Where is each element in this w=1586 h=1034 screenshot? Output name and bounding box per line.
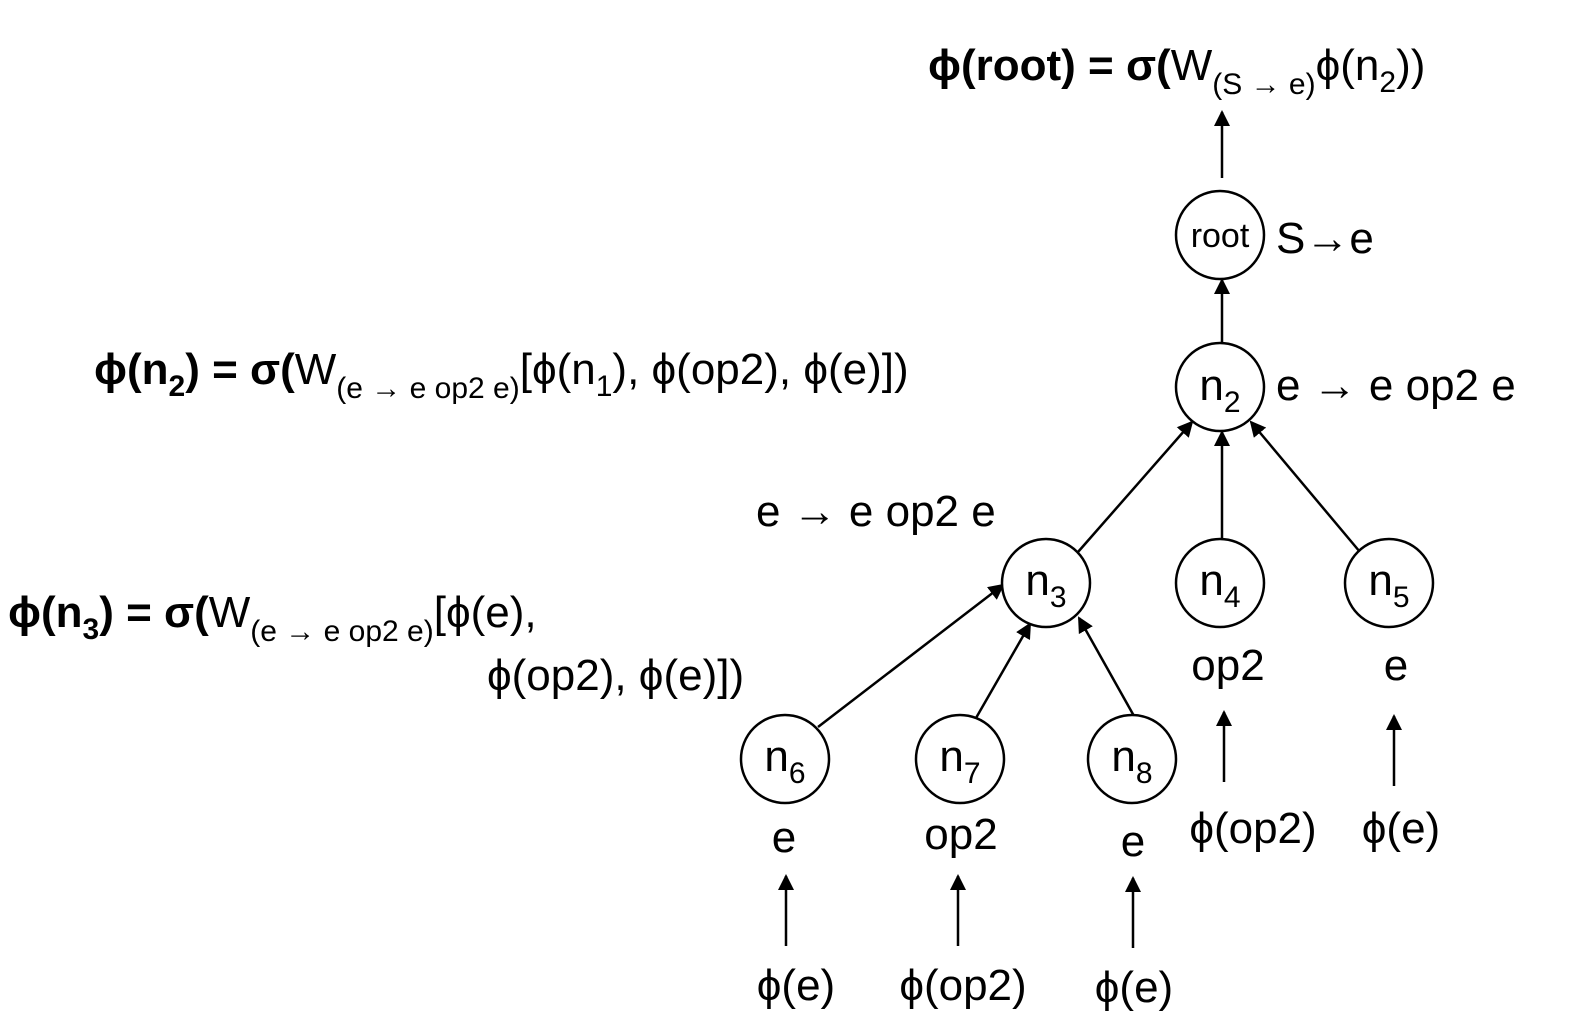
node-root-label: root (1191, 217, 1250, 255)
equation-n3-line1: ϕ(n3) = σ(W(e → e op2 e)[ϕ(e), (8, 588, 537, 648)
rule-root: S→e (1276, 214, 1374, 263)
leaf-input-n5: ϕ(e) (1362, 804, 1440, 853)
node-n8-label: n8 (1111, 732, 1152, 790)
rule-n3: e → e op2 e (756, 487, 996, 536)
leaf-label-n8: e (1121, 817, 1145, 866)
node-n4-circle (1174, 537, 1266, 629)
leaf-input-n6: ϕ(e) (757, 961, 835, 1010)
edge-n8-to-n3 (1077, 616, 1136, 717)
equation-root: ϕ(root) = σ(W(S → e)ϕ(n2)) (928, 41, 1425, 101)
node-n3: n3 (1000, 537, 1092, 629)
node-n3-circle (1000, 537, 1092, 629)
edge-n7-to-n3 (974, 622, 1032, 719)
leaf-input-n8: ϕ(e) (1095, 963, 1173, 1012)
node-n5-label: n5 (1368, 556, 1409, 614)
equation-n3-line2: ϕ(op2), ϕ(e)]) (487, 651, 744, 700)
node-n6-circle (739, 713, 831, 805)
node-n2-circle (1174, 341, 1266, 433)
rule-n2: e → e op2 e (1276, 361, 1516, 410)
node-n7-circle (914, 713, 1006, 805)
node-n8-circle (1086, 713, 1178, 805)
leaf-label-n4: op2 (1191, 641, 1264, 690)
leaf-label-n5: e (1384, 641, 1408, 690)
leaf-label-n6: e (772, 813, 796, 862)
node-root: root (1174, 189, 1266, 281)
equation-n2: ϕ(n2) = σ(W(e → e op2 e)[ϕ(n1), ϕ(op2), … (94, 345, 909, 405)
leaf-input-n4: ϕ(op2) (1189, 804, 1316, 853)
leaf-label-n7: op2 (924, 810, 997, 859)
node-n4-label: n4 (1199, 556, 1240, 614)
edge-n5-to-n2 (1249, 420, 1361, 553)
edge-n6-to-n3 (817, 583, 1005, 728)
node-n7-label: n7 (939, 732, 980, 790)
leaf-input-n7: ϕ(op2) (899, 961, 1026, 1010)
node-n6-label: n6 (764, 732, 805, 790)
node-n4: n4 (1174, 537, 1266, 629)
edges (778, 110, 1402, 948)
node-n7: n7 (914, 713, 1006, 805)
edge-n3-to-n2 (1077, 420, 1194, 553)
node-n3-label: n3 (1025, 556, 1066, 614)
node-n2-label: n2 (1199, 361, 1240, 419)
node-n2: n2 (1174, 341, 1266, 433)
node-n5-circle (1343, 537, 1435, 629)
node-root-circle (1174, 189, 1266, 281)
node-n8: n8 (1086, 713, 1178, 805)
node-n6: n6 (739, 713, 831, 805)
node-n5: n5 (1343, 537, 1435, 629)
